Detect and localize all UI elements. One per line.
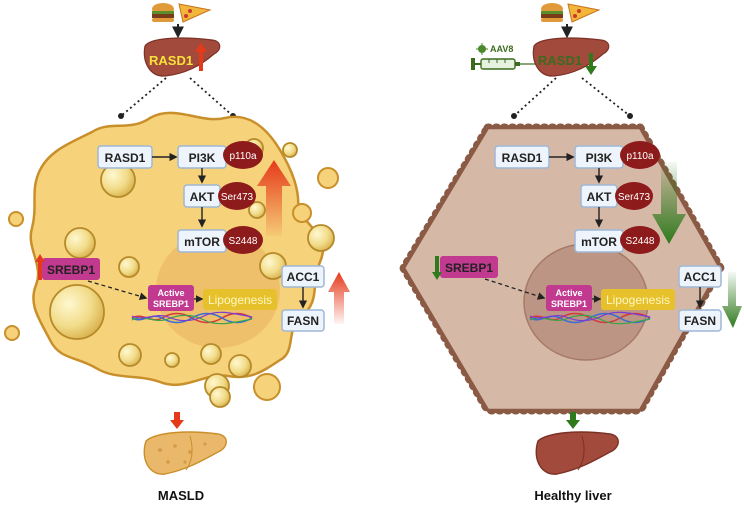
s2448-label: S2448 [229, 236, 258, 247]
rasd1-node-label: RASD1 [502, 151, 543, 165]
syringe-icon [471, 58, 536, 70]
liver-icon [532, 37, 610, 77]
p110a-badge [223, 141, 263, 169]
active-srebp1-label-line2: SREBP1 [153, 299, 189, 309]
ser473-badge [615, 182, 653, 210]
acc1-node-label: ACC1 [684, 270, 717, 284]
pathway-down-arrow-icon [652, 162, 686, 244]
active-srebp1-label-line2: SREBP1 [551, 299, 587, 309]
rasd1-down-label: RASD1 [538, 53, 582, 68]
liver-down-arrow-icon [566, 412, 580, 429]
acc1-fasn-down-arrow-icon [722, 272, 742, 328]
ser473-label: Ser473 [221, 192, 254, 203]
acc1-node-label: ACC1 [287, 270, 320, 284]
pi3k-node-label: PI3K [189, 151, 216, 165]
p110a-label: p110a [626, 151, 654, 162]
liver-down-arrow-icon [170, 412, 184, 429]
srebp1-up-arrow-icon [35, 254, 45, 280]
lipogenesis-node [601, 289, 675, 310]
srebp1-node [440, 256, 498, 278]
s2448-label: S2448 [626, 236, 655, 247]
lipogenesis-node [203, 289, 277, 310]
fatty-liver-icon [143, 431, 227, 475]
pathway-up-arrow-icon [257, 160, 291, 236]
burger-and-pizza-icon [152, 3, 212, 23]
lipid-droplets [49, 138, 335, 408]
ser473-label: Ser473 [618, 192, 651, 203]
lipogenesis-label: Lipogenesis [208, 293, 272, 307]
p110a-label: p110a [229, 151, 257, 162]
p110a-badge [620, 141, 660, 169]
masld-caption: MASLD [158, 488, 204, 503]
active-srebp1-node [148, 285, 194, 311]
active-srebp1-node [546, 285, 592, 311]
active-srebp1-label-line1: Active [555, 288, 582, 298]
fasn-node-label: FASN [684, 314, 716, 328]
masld-panel: RASD1 [4, 3, 350, 503]
fasn-node [678, 309, 722, 332]
s2448-badge [620, 226, 660, 254]
lipogenesis-label: Lipogenesis [606, 293, 670, 307]
rasd1-down-arrow-icon [585, 53, 597, 75]
pi3k-node-label: PI3K [586, 151, 613, 165]
healthy-liver-icon [535, 431, 619, 475]
akt-node-label: AKT [190, 190, 215, 204]
srebp1-down-arrow-icon [432, 256, 442, 280]
masld-pathway: RASD1 PI3K p110a AKT Ser473 mTOR S2448 S… [35, 141, 350, 332]
active-srebp1-label-line1: Active [157, 288, 184, 298]
ser473-badge [218, 182, 256, 210]
rasd1-node-label: RASD1 [105, 151, 146, 165]
fasn-node-label: FASN [287, 314, 319, 328]
healthy-panel: AAV8 RASD1 RASD1 PI3K [399, 3, 742, 503]
burger-and-pizza-icon [541, 3, 601, 23]
acc1-fasn-up-arrow-icon [328, 272, 350, 324]
mtor-node-label: mTOR [581, 235, 617, 249]
virus-icon [476, 43, 488, 55]
s2448-badge [223, 226, 263, 254]
srebp1-node-label: SREBP1 [47, 263, 95, 277]
srebp1-node [42, 258, 100, 280]
fasn-node [281, 309, 325, 332]
healthy-pathway: RASD1 PI3K p110a AKT Ser473 mTOR S2448 S… [432, 141, 742, 332]
rasd1-up-arrow-icon [195, 43, 207, 71]
rasd1-up-label: RASD1 [149, 53, 193, 68]
mtor-node-label: mTOR [184, 235, 220, 249]
akt-node-label: AKT [587, 190, 612, 204]
aav8-label: AAV8 [490, 44, 513, 54]
srebp1-node-label: SREBP1 [445, 261, 493, 275]
healthy-liver-caption: Healthy liver [534, 488, 611, 503]
